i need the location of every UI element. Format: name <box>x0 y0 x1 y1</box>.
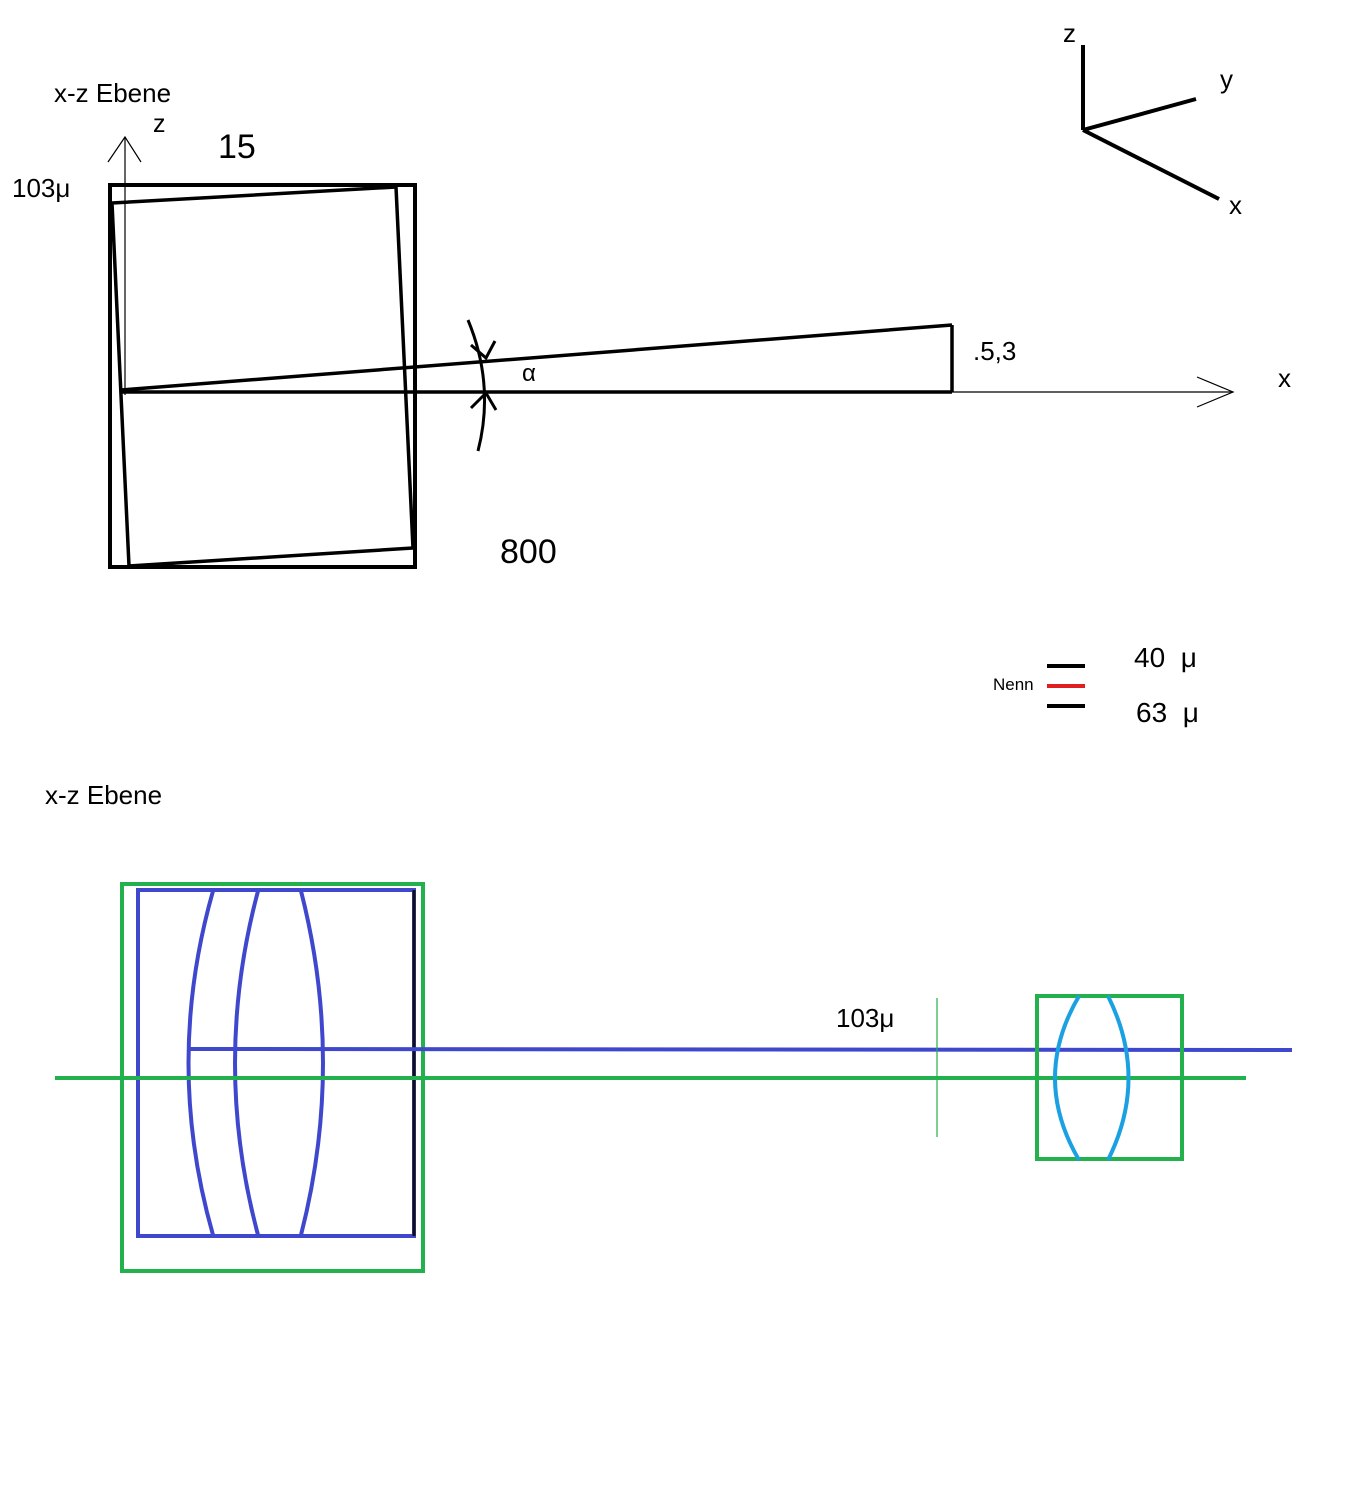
length-dimension-label: 800 <box>500 533 557 571</box>
x-axis-arrow <box>952 376 1235 408</box>
tilted-block <box>110 185 415 568</box>
lens-curve-3 <box>299 890 325 1236</box>
triad-x-axis <box>1082 128 1220 201</box>
width-dimension-label: 15 <box>218 128 256 166</box>
lens-curve-right-1 <box>1053 994 1081 1162</box>
lens-curve-right-2 <box>1106 995 1131 1161</box>
outer-block <box>108 183 417 569</box>
z-axis-arrow <box>107 135 142 395</box>
triad-x-label: x <box>1229 190 1242 220</box>
angle-arc <box>466 319 498 452</box>
lens-curve-2 <box>233 890 260 1236</box>
triad-y-axis <box>1082 97 1197 132</box>
height-dimension-label: 103μ <box>12 173 71 203</box>
bottom-offset-label: 103μ <box>836 1003 895 1033</box>
tilted-beam <box>120 323 953 392</box>
legend-name-label: Nenn <box>993 675 1034 694</box>
lens-curve-1 <box>186 890 215 1236</box>
triad-z-label: z <box>1063 18 1076 48</box>
top-z-axis-label: z <box>153 110 166 138</box>
top-plane-label: x-z Ebene <box>54 78 172 108</box>
end-offset-label: .5,3 <box>973 336 1017 366</box>
bottom-diagram <box>55 882 1293 1273</box>
bottom-plane-label: x-z Ebene <box>45 780 163 810</box>
legend-upper-value: 40 μ <box>1134 642 1197 673</box>
triad-y-label: y <box>1220 64 1233 94</box>
top-x-axis-label: x <box>1278 363 1291 393</box>
top-diagram <box>107 135 1235 569</box>
legend-lower-value: 63 μ <box>1136 697 1199 728</box>
axes-triad <box>1081 45 1220 201</box>
part-box-left <box>136 888 416 1238</box>
part-axis-line <box>189 1047 1293 1052</box>
tolerance-legend <box>1047 664 1085 708</box>
angle-alpha-label: α <box>522 360 536 387</box>
